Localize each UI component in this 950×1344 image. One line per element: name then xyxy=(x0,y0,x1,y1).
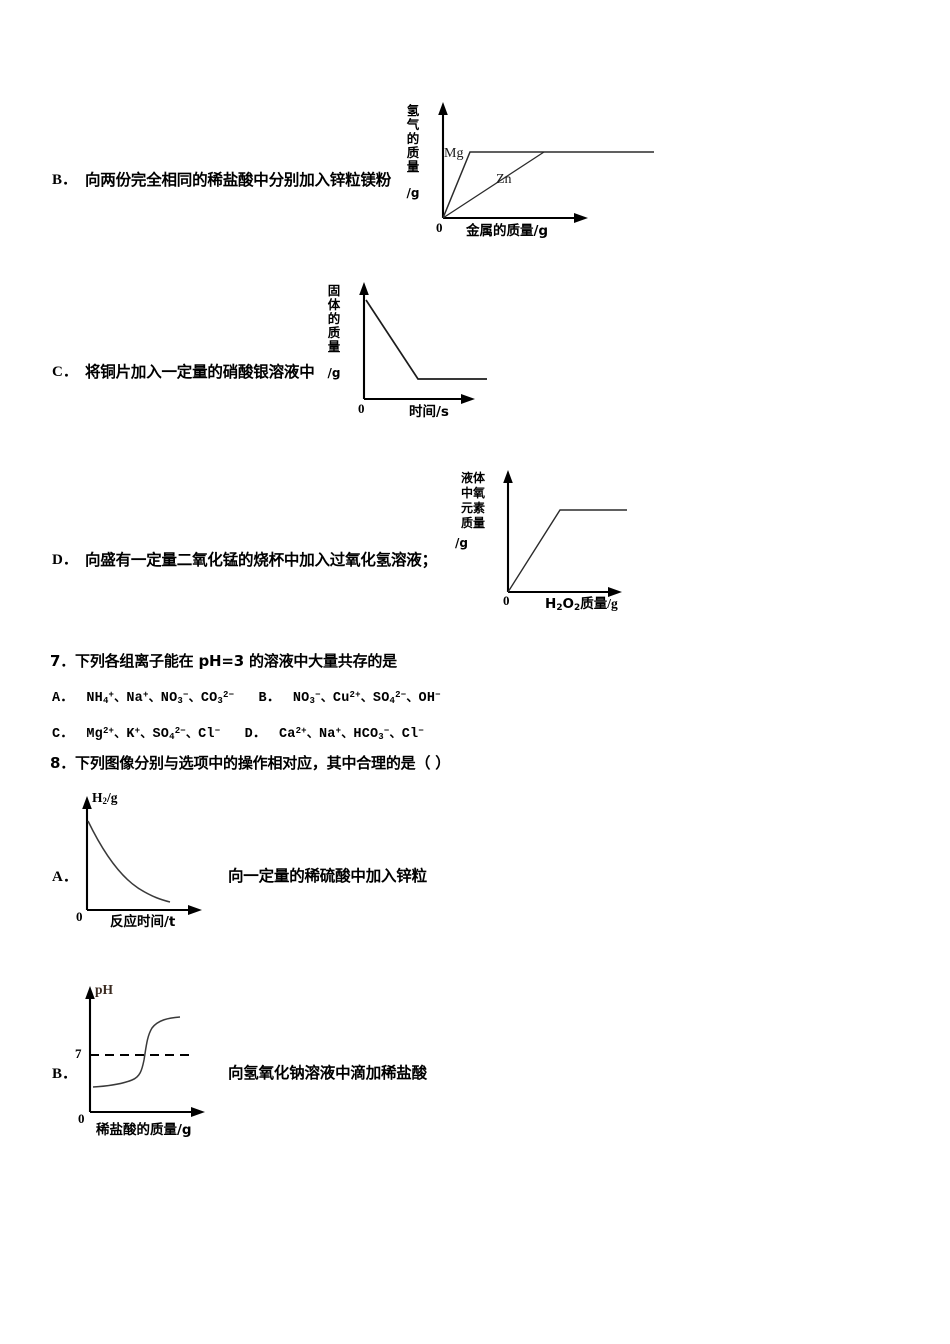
chart-b-plot xyxy=(438,102,654,223)
question-8-option-a-label: A． xyxy=(52,869,78,885)
chart-8a-origin-label: 0 xyxy=(76,909,83,924)
chart-8a-y-axis-label: H2/g xyxy=(92,790,118,806)
chart-8b-y-axis-label: pH xyxy=(95,982,114,997)
chart-8b-origin-label: 0 xyxy=(78,1111,85,1126)
question-7-stem: 7．下列各组离子能在 pH=3 的溶液中大量共存的是 xyxy=(50,652,397,670)
chart-8b-plot xyxy=(85,986,205,1117)
chart-b-x-axis-label: 金属的质量/g xyxy=(466,223,549,239)
option-b-text: 向两份完全相同的稀盐酸中分别加入锌粒镁粉 xyxy=(85,171,392,189)
chart-8b-x-axis-label: 稀盐酸的质量/g xyxy=(96,1122,192,1138)
chart-d-y-axis-label: 液体 中氧 元素 质量 xyxy=(460,471,485,530)
chart-b-metal-acid: 氢 气 的 质 量 /g Mg Zn 0 金属的质量/g xyxy=(404,96,654,266)
chart-b-origin-label: 0 xyxy=(436,220,443,235)
chart-d-y-axis-unit: /g xyxy=(455,536,468,550)
chart-b-y-axis-label: 氢 气 的 质 量 xyxy=(406,103,420,174)
option-d-label: D． xyxy=(52,552,78,568)
option-d-text: 向盛有一定量二氧化锰的烧杯中加入过氧化氢溶液； xyxy=(85,551,437,569)
chart-c-plot xyxy=(359,282,487,404)
chart-d-plot xyxy=(503,470,627,597)
choice-c-label: C． xyxy=(52,727,75,742)
chart-c-y-axis-label: 固 体 的 质 量 xyxy=(327,283,341,354)
chart-b-series-label-mg: Mg xyxy=(444,146,464,161)
choice-d-label: D． xyxy=(244,727,267,742)
chart-c-y-axis-unit: /g xyxy=(327,366,341,380)
option-b-label: B． xyxy=(52,172,78,188)
question-8-stem: 8．下列图像分别与选项中的操作相对应，其中合理的是（ ） xyxy=(50,754,451,772)
chart-c-origin-label: 0 xyxy=(358,401,365,416)
chart-d-h2o2-mno2: 液体 中氧 元素 质量 /g 0 H2O2质量/g xyxy=(455,468,675,623)
chart-8a-h2-vs-time: H2/g 0 反应时间/t xyxy=(70,790,270,937)
chart-c-copper-silvernitrate: 固 体 的 质 量 /g 0 时间/s xyxy=(325,280,535,440)
chart-b-series-label-zn: Zn xyxy=(496,172,512,187)
chart-8b-ph-vs-hcl: pH 7 0 稀盐酸的质量/g xyxy=(70,982,290,1147)
question-7-choice-c: C． Mg2+、K+、SO42−、Cl− D． Ca2+、Na+、HCO3−、C… xyxy=(52,725,424,742)
choice-b-label: B． xyxy=(258,691,281,706)
choice-a-label: A． xyxy=(52,691,75,706)
question-7-choice-a: A． NH4+、Na+、NO3−、CO32− B． NO3−、Cu2+、SO42… xyxy=(52,689,441,706)
chart-c-x-axis-label: 时间/s xyxy=(409,404,449,420)
chart-d-origin-label: 0 xyxy=(503,593,510,608)
option-c-label: C． xyxy=(52,364,78,380)
chart-b-y-axis-unit: /g xyxy=(406,186,420,200)
chart-8a-x-axis-label: 反应时间/t xyxy=(110,914,176,930)
chart-8a-plot xyxy=(82,796,202,915)
question-8-option-b-text: 向氢氧化钠溶液中滴加稀盐酸 xyxy=(228,1064,427,1082)
chart-d-x-axis-label: H2O2质量/g xyxy=(545,596,618,613)
chart-8b-ytick-7: 7 xyxy=(75,1046,82,1061)
question-8-option-a-text: 向一定量的稀硫酸中加入锌粒 xyxy=(228,867,427,885)
question-8-option-b-label: B． xyxy=(52,1066,78,1082)
option-c-text: 将铜片加入一定量的硝酸银溶液中 xyxy=(85,363,315,381)
